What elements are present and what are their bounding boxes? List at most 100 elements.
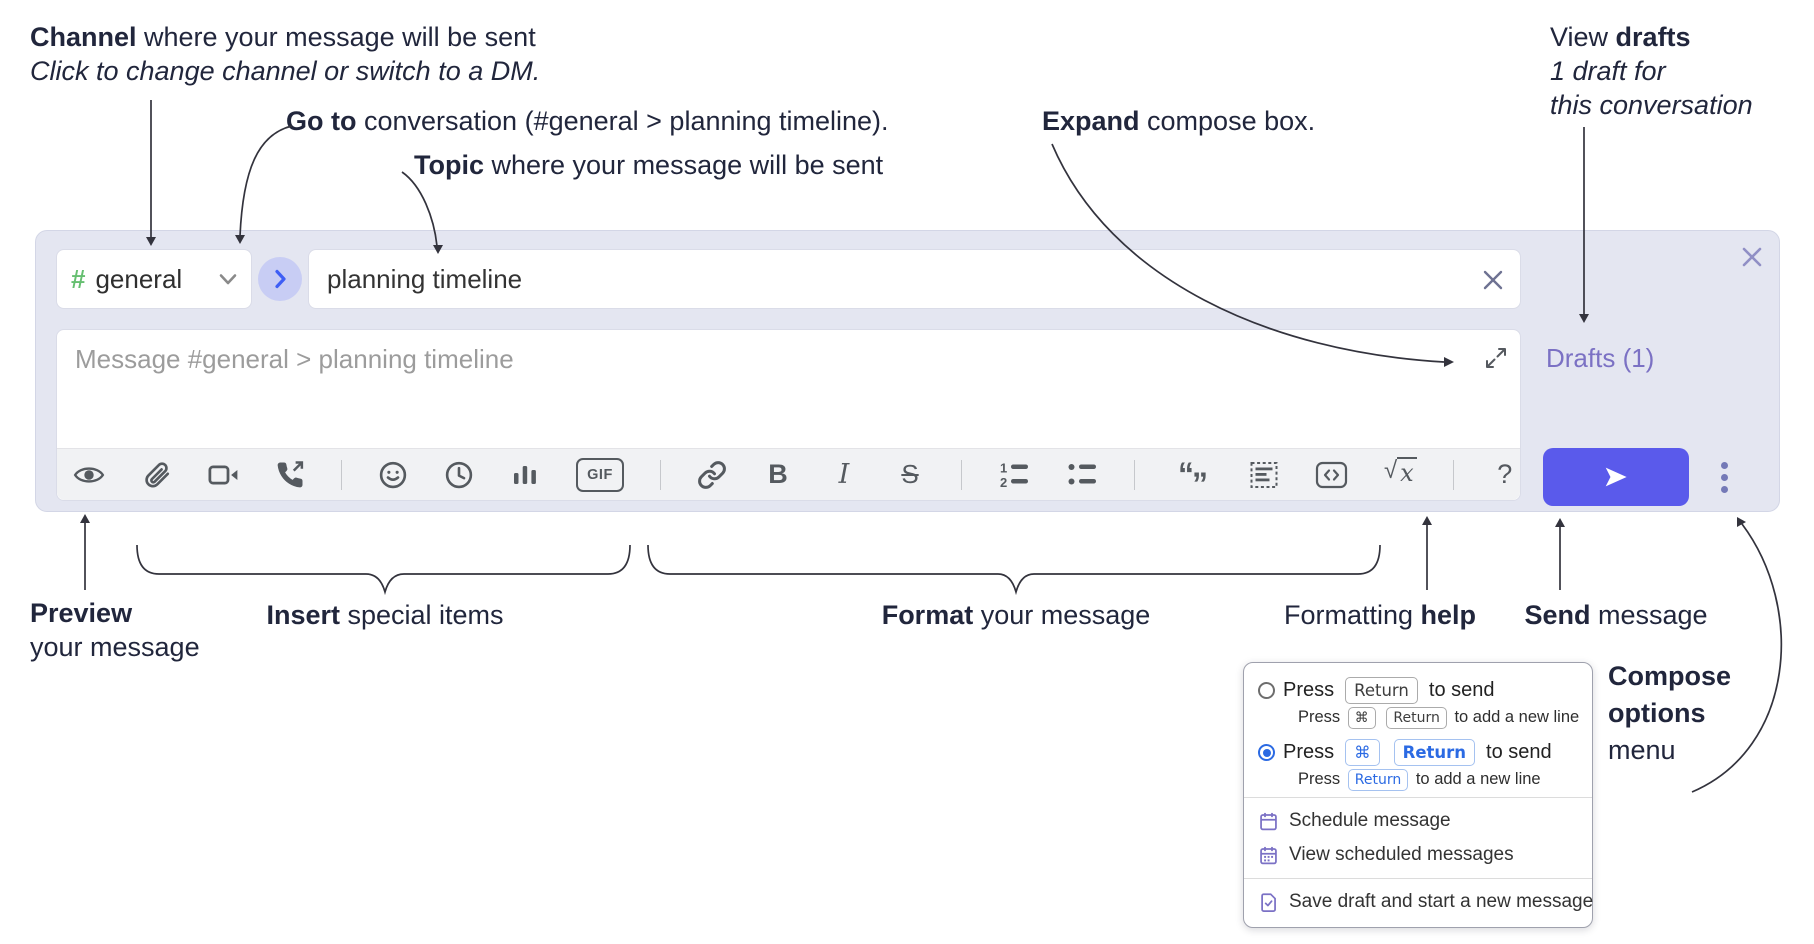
option1-post: to send	[1428, 679, 1495, 701]
clear-topic-icon[interactable]	[1480, 267, 1506, 293]
compose-box: # general	[35, 230, 1780, 512]
compose-options-menu-button[interactable]	[1716, 456, 1732, 498]
drafts-annotation-line3: this conversation	[1550, 90, 1753, 120]
preview-icon[interactable]	[73, 457, 105, 493]
attach-file-icon[interactable]	[141, 457, 171, 493]
toolbar-divider	[961, 459, 962, 490]
format-annotation-rest: your message	[973, 600, 1151, 630]
option2-sub-post: to add a new line	[1415, 770, 1541, 788]
schedule-message-item[interactable]: Schedule message	[1244, 804, 1592, 838]
save-draft-icon	[1261, 892, 1276, 912]
global-time-icon[interactable]	[444, 457, 474, 493]
drafts-annotation-bold: drafts	[1615, 22, 1691, 52]
channel-annotation-bold: Channel	[30, 22, 137, 52]
poll-icon[interactable]	[510, 457, 540, 493]
message-formatting-help-icon[interactable]: ?	[1497, 459, 1513, 489]
gif-icon[interactable]: GIF	[576, 457, 624, 493]
toolbar-divider	[341, 459, 342, 490]
preview-annotation-bold: Preview	[30, 598, 133, 628]
preview-arrow	[80, 514, 90, 590]
goto-arrow	[235, 125, 293, 244]
return-key: Return	[1386, 707, 1447, 729]
menu-item-label: Schedule message	[1289, 810, 1451, 831]
channel-annotation-rest: where your message will be sent	[136, 22, 536, 52]
expand-annotation: Expand compose box.	[1042, 104, 1315, 138]
svg-text:1: 1	[1000, 460, 1007, 475]
option2-sub-pre: Press	[1298, 770, 1341, 788]
bold-icon[interactable]: B	[768, 459, 788, 489]
toolbar-divider	[1452, 459, 1454, 490]
chevron-right-icon	[274, 269, 287, 289]
chevron-down-icon	[219, 273, 237, 286]
format-annotation-bold: Format	[881, 600, 974, 630]
math-icon[interactable]: √x	[1384, 456, 1417, 493]
send-annotation: Send message	[1524, 598, 1707, 632]
compose-options-menu: Press Return to send Press ⌘ Return to a…	[1243, 662, 1593, 928]
expand-annotation-bold: Expand	[1042, 106, 1140, 136]
drafts-annotation-pre: View	[1550, 22, 1616, 52]
option1-sub-pre: Press	[1298, 708, 1341, 726]
menu-divider	[1244, 878, 1592, 879]
calendar-icon	[1260, 812, 1277, 830]
goto-annotation-bold: Go to	[286, 106, 357, 136]
close-compose-icon[interactable]	[1738, 243, 1766, 271]
expand-compose-icon[interactable]	[1484, 346, 1508, 370]
topic-input[interactable]	[309, 250, 1520, 308]
return-key: Return	[1393, 739, 1476, 766]
channel-annotation-sub: Click to change channel or switch to a D…	[30, 56, 541, 86]
compose-options-line3: menu	[1608, 735, 1676, 765]
topic-annotation-rest: where your message will be sent	[484, 150, 884, 180]
radio-unselected[interactable]	[1258, 682, 1275, 699]
save-draft-item[interactable]: Save draft and start a new message	[1244, 885, 1594, 919]
quote-open-glyph: “	[1178, 456, 1194, 492]
bulleted-list-icon[interactable]	[1066, 457, 1098, 493]
preview-annotation: Preview your message	[30, 596, 200, 664]
hash-icon: #	[71, 263, 86, 294]
topic-annotation: Topic where your message will be sent	[414, 148, 883, 182]
link-icon[interactable]	[697, 457, 727, 493]
send-icon	[1605, 467, 1627, 487]
toolbar-divider	[660, 459, 661, 490]
preview-annotation-line2: your message	[30, 632, 200, 662]
calendar-dots-icon	[1260, 846, 1277, 864]
insert-annotation: Insert special items	[266, 598, 503, 632]
compose-options-line1: Compose	[1608, 661, 1732, 691]
spoiler-icon[interactable]	[1249, 457, 1279, 493]
menu-item-label: View scheduled messages	[1289, 844, 1514, 865]
italic-icon[interactable]: I	[838, 459, 850, 490]
format-brace	[647, 544, 1381, 596]
send-button[interactable]	[1543, 448, 1689, 506]
go-to-conversation-button[interactable]	[258, 257, 302, 301]
goto-annotation: Go to conversation (#general > planning …	[286, 104, 889, 138]
compose-options-annotation: Compose options menu	[1608, 658, 1731, 769]
emoji-icon[interactable]	[378, 457, 408, 493]
formatting-help-arrow	[1422, 516, 1432, 590]
ellipsis-dot	[1720, 473, 1728, 481]
radio-selected[interactable]	[1258, 744, 1275, 761]
drafts-link[interactable]: Drafts (1)	[1546, 343, 1655, 373]
quote-close-glyph: ”	[1192, 466, 1208, 502]
gif-label: GIF	[576, 457, 624, 492]
code-icon[interactable]	[1315, 457, 1348, 493]
topic-field	[308, 249, 1521, 309]
view-scheduled-messages-item[interactable]: View scheduled messages	[1244, 838, 1592, 872]
cmd-enter-sends-option[interactable]: Press ⌘ Return to send Press Return to a…	[1244, 735, 1592, 791]
menu-item-label: Save draft and start a new message	[1289, 891, 1594, 912]
return-key: Return	[1345, 677, 1418, 704]
option2-pre: Press	[1283, 741, 1335, 763]
send-annotation-bold: Send	[1524, 600, 1591, 630]
quote-icon[interactable]: “”	[1171, 456, 1213, 502]
voice-call-icon[interactable]	[275, 457, 305, 493]
format-annotation: Format your message	[882, 598, 1151, 632]
insert-annotation-rest: special items	[339, 600, 504, 630]
message-input[interactable]	[57, 330, 1520, 442]
channel-arrow	[146, 100, 156, 246]
enter-sends-option[interactable]: Press Return to send Press ⌘ Return to a…	[1244, 673, 1592, 729]
channel-selector[interactable]: # general	[56, 249, 252, 309]
strikethrough-icon[interactable]: S	[901, 459, 919, 489]
video-call-icon[interactable]	[207, 457, 239, 493]
channel-name: general	[95, 263, 183, 294]
